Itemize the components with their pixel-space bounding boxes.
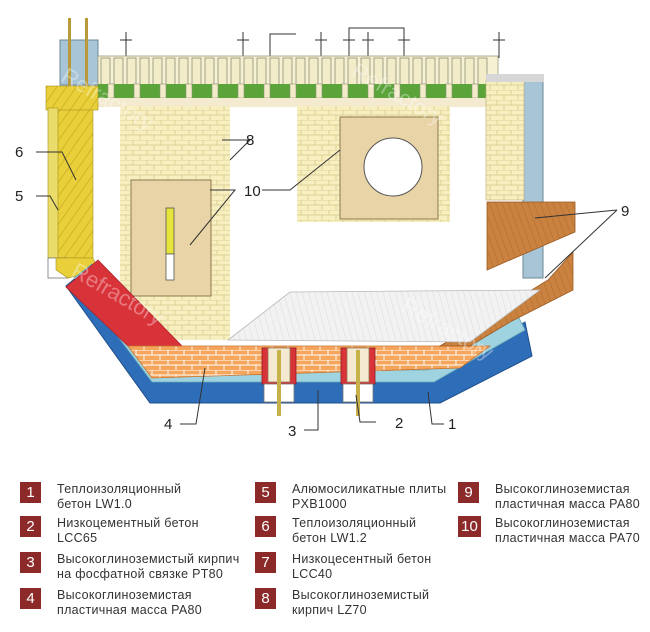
legend-number: 2 [20, 516, 41, 537]
burner-opening [363, 137, 423, 197]
callout-1: 1 [448, 416, 456, 433]
furnace-cross-section-diagram: Refractory Refractory Refractory Refract… [15, 18, 629, 440]
slope-plastic-top [486, 201, 576, 271]
callout-9: 9 [621, 203, 629, 220]
legend-number: 10 [458, 516, 481, 537]
legend-item: 4 Высокоглиноземистая пластичная масса P… [20, 588, 202, 618]
callout-2: 2 [395, 415, 403, 432]
legend-label: Высокоглиноземистая пластичная масса PA8… [57, 588, 203, 617]
legend-label: Низкоцементный бетон LCC65 [57, 516, 199, 545]
callout-3: 3 [288, 423, 296, 440]
left-burner-slot-white [165, 253, 175, 281]
roof-bottom-band [98, 98, 488, 107]
legend-number: 6 [255, 516, 276, 537]
left-burner-slot-yellow [165, 207, 175, 255]
legend-label: Теплоизоляционный бетон LW1.0 [57, 482, 182, 511]
legend-label: Теплоизоляционный бетон LW1.2 [292, 516, 417, 545]
legend-label: Низкоцесентный бетон LCC40 [292, 552, 432, 581]
legend-item: 3 Высокоглиноземистый кирпич на фосфатно… [20, 552, 240, 582]
legend-item: 8 Высокоглиноземистый кирпич LZ70 [255, 588, 429, 618]
callout-5: 5 [15, 188, 23, 205]
callout-10: 10 [244, 183, 261, 200]
legend-number: 9 [458, 482, 479, 503]
roof-anchor-rods [120, 27, 505, 58]
legend-label: Высокоглиноземистая пластичная масса PA7… [495, 516, 641, 545]
legend-item: 2 Низкоцементный бетон LCC65 [20, 516, 199, 546]
legend-number: 5 [255, 482, 276, 503]
legend-label: Высокоглиноземистый кирпич LZ70 [292, 588, 430, 617]
left-column-insulation [55, 107, 94, 259]
legend-number: 4 [20, 588, 41, 609]
legend-item: 1 Теплоизоляционный бетон LW1.0 [20, 482, 181, 512]
legend-label: Высокоглиноземистая пластичная масса PA8… [495, 482, 641, 511]
right-wall-bricks [485, 79, 525, 201]
green-band [98, 83, 488, 99]
left-column-top [45, 85, 99, 111]
hearth-plastic-9 [226, 289, 542, 343]
legend-item: 6 Теплоизоляционный бетон LW1.2 [255, 516, 416, 546]
callout-lines [36, 139, 618, 431]
right-wall-shell-top [486, 74, 544, 82]
legend-item: 5 Алюмосиликатные плиты PXB1000 [255, 482, 446, 512]
tap-hole-left [261, 347, 297, 416]
hearth-bricks [127, 345, 492, 379]
legend-label: Высокоглиноземистый кирпич на фосфатной … [57, 552, 240, 581]
callout-6: 6 [15, 144, 23, 161]
legend-number: 1 [20, 482, 41, 503]
rod-left [68, 18, 71, 108]
callout-8: 8 [246, 132, 254, 149]
legend-number: 3 [20, 552, 41, 573]
callout-4: 4 [164, 416, 172, 433]
legend-label: Алюмосиликатные плиты PXB1000 [292, 482, 447, 511]
left-column-board [47, 107, 59, 259]
legend-item: 9 Высокоглиноземистая пластичная масса P… [458, 482, 640, 512]
legend-item: 7 Низкоцесентный бетон LCC40 [255, 552, 431, 582]
legend-number: 8 [255, 588, 276, 609]
legend-item: 10 Высокоглиноземистая пластичная масса … [458, 516, 640, 546]
legend-number: 7 [255, 552, 276, 573]
legend: 1 Теплоизоляционный бетон LW1.0 2 Низкоц… [0, 476, 650, 626]
rod-right [85, 18, 88, 108]
tap-hole-right [340, 347, 376, 416]
roof-hanger-bricks-columns [100, 57, 488, 107]
